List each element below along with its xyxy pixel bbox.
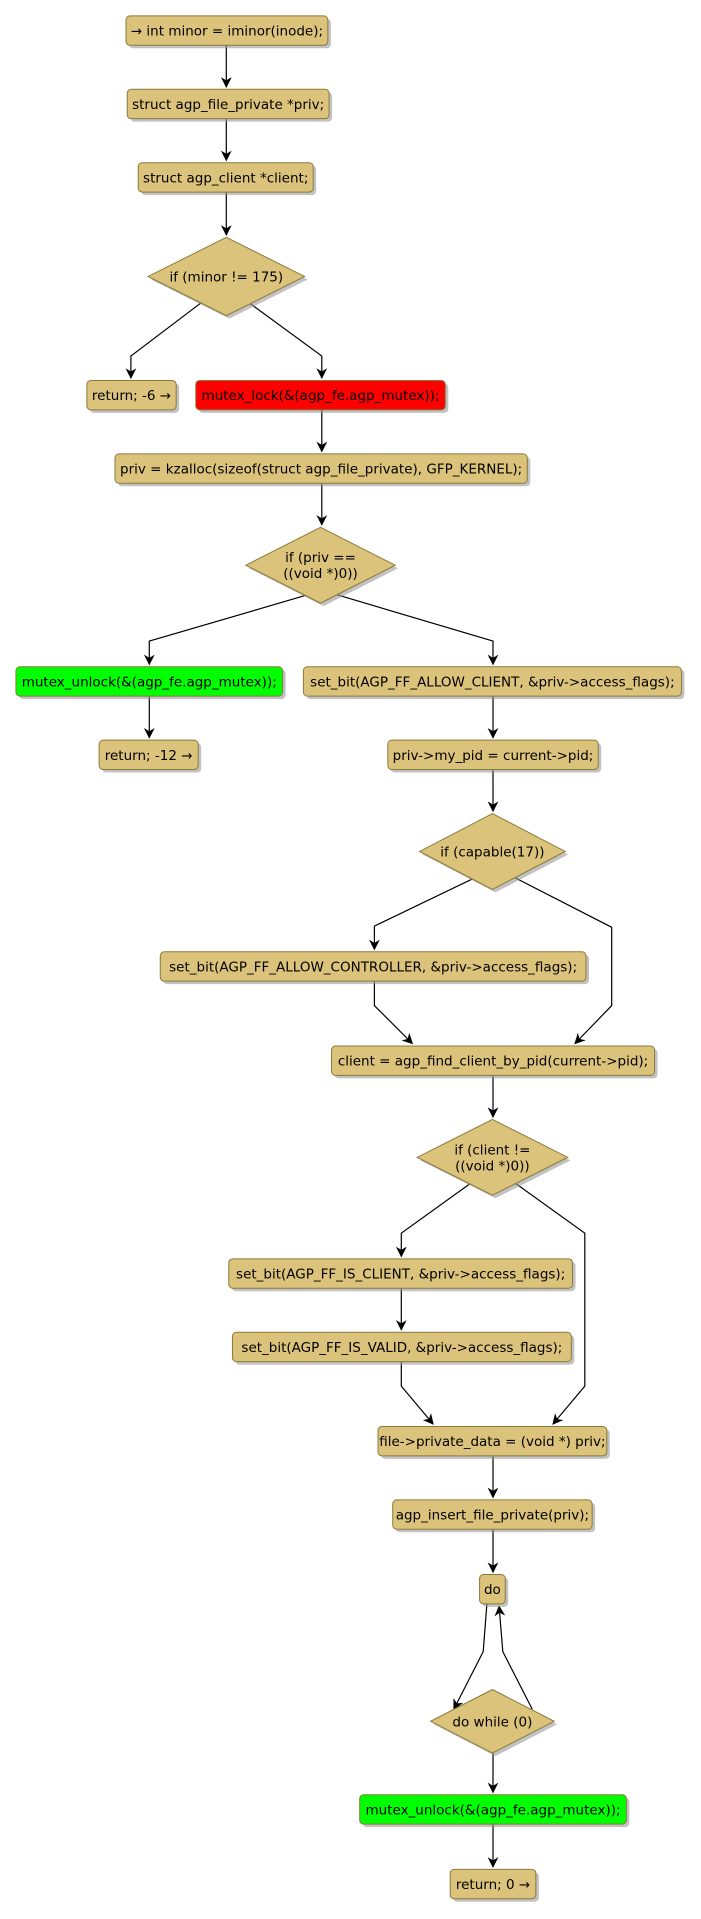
process-node-n_do: do bbox=[479, 1573, 509, 1607]
process-node-n_unlock1: mutex_unlock(&(agp_fe.agp_mutex)); bbox=[15, 666, 286, 700]
node-label: file->private_data = (void *) priv; bbox=[379, 1434, 605, 1450]
process-node-n_kzalloc: priv = kzalloc(sizeof(struct agp_file_pr… bbox=[114, 453, 531, 487]
decision-node-d_client: if (client !=((void *)0)) bbox=[416, 1118, 571, 1199]
node-box bbox=[228, 1258, 574, 1289]
decision-node-d_capable: if (capable(17)) bbox=[418, 812, 569, 893]
edge-d_dowhile-to-n_do bbox=[494, 1605, 533, 1710]
process-node-n_is_client: set_bit(AGP_FF_IS_CLIENT, &priv->access_… bbox=[228, 1258, 576, 1292]
node-box bbox=[449, 1868, 537, 1900]
edge-d_client-to-n_private_data bbox=[514, 1182, 586, 1425]
process-node-n_private_data: file->private_data = (void *) priv; bbox=[377, 1425, 610, 1459]
node-label: priv = kzalloc(sizeof(struct agp_file_pr… bbox=[120, 462, 522, 478]
node-label: ((void *)0)) bbox=[283, 566, 358, 582]
node-box bbox=[231, 1331, 572, 1363]
nodes-layer: → int minor = iminor(inode); struct agp_f… bbox=[15, 15, 685, 1902]
decision-node-d_priv: if (priv ==((void *)0)) bbox=[244, 526, 399, 607]
process-node-n_ret6: return; -6 → bbox=[86, 379, 180, 413]
node-label: if (capable(17)) bbox=[440, 844, 544, 860]
node-diamond bbox=[429, 1688, 556, 1754]
process-node-n_ret12: return; -12 → bbox=[98, 739, 202, 773]
node-label: do while (0) bbox=[452, 1714, 532, 1730]
process-node-n_allow_client: set_bit(AGP_FF_ALLOW_CLIENT, &priv->acce… bbox=[302, 666, 685, 700]
node-label: return; -6 → bbox=[92, 388, 171, 404]
node-label: client = agp_find_client_by_pid(current-… bbox=[338, 1054, 648, 1070]
process-node-n_ret0: return; 0 → bbox=[449, 1868, 539, 1902]
node-box bbox=[195, 379, 446, 411]
edge-d_minor-to-n_lock bbox=[247, 301, 328, 380]
node-label: if (minor != 175) bbox=[169, 269, 283, 285]
node-label: mutex_unlock(&(agp_fe.agp_mutex)); bbox=[366, 1802, 621, 1818]
node-box bbox=[331, 1045, 656, 1076]
node-label: if (client != bbox=[454, 1142, 530, 1158]
node-box bbox=[387, 739, 599, 771]
node-label: return; -12 → bbox=[105, 748, 193, 764]
process-node-n_insert: agp_insert_file_private(priv); bbox=[392, 1499, 596, 1533]
process-node-n_is_valid: set_bit(AGP_FF_IS_VALID, &priv->access_f… bbox=[231, 1331, 575, 1365]
edge-n_allow_ctrl-to-n_find bbox=[373, 981, 414, 1045]
edge-d_priv-to-n_allow_client bbox=[336, 594, 499, 666]
decision-node-d_dowhile: do while (0) bbox=[429, 1688, 558, 1757]
process-node-n_minor: → int minor = iminor(inode); bbox=[125, 15, 331, 49]
node-box bbox=[98, 739, 199, 771]
node-label: set_bit(AGP_FF_IS_VALID, &priv->access_f… bbox=[241, 1340, 562, 1356]
node-box bbox=[126, 88, 330, 120]
node-label: set_bit(AGP_FF_ALLOW_CLIENT, &priv->acce… bbox=[310, 674, 674, 690]
edge-d_minor-to-n_ret6 bbox=[125, 301, 203, 380]
node-label: mutex_lock(&(agp_fe.agp_mutex)); bbox=[202, 388, 440, 404]
node-diamond bbox=[418, 812, 567, 890]
edges-layer bbox=[125, 45, 613, 1868]
node-label: struct agp_client *client; bbox=[143, 170, 308, 186]
node-box bbox=[86, 379, 177, 411]
node-box bbox=[137, 162, 314, 193]
node-label: priv->my_pid = current->pid; bbox=[393, 748, 594, 764]
process-node-n_unlock2: mutex_unlock(&(agp_fe.agp_mutex)); bbox=[359, 1794, 630, 1828]
node-box bbox=[359, 1794, 627, 1825]
node-box bbox=[159, 951, 587, 982]
node-label: agp_insert_file_private(priv); bbox=[396, 1508, 589, 1524]
node-box bbox=[15, 666, 284, 697]
edge-d_client-to-n_is_client bbox=[395, 1182, 472, 1258]
node-diamond bbox=[146, 236, 306, 317]
node-box bbox=[377, 1425, 608, 1457]
process-node-n_pid: priv->my_pid = current->pid; bbox=[387, 739, 602, 773]
node-label: → int minor = iminor(inode); bbox=[131, 24, 323, 40]
process-node-n_client_decl: struct agp_client *client; bbox=[137, 162, 317, 196]
node-box bbox=[479, 1573, 506, 1605]
node-label: struct agp_file_private *priv; bbox=[132, 97, 324, 113]
node-label: if (priv == bbox=[285, 550, 356, 566]
node-label: set_bit(AGP_FF_ALLOW_CONTROLLER, &priv->… bbox=[169, 959, 577, 975]
edge-d_capable-to-n_find bbox=[511, 875, 613, 1045]
node-diamond bbox=[244, 526, 397, 604]
node-label: do bbox=[484, 1582, 501, 1598]
node-label: set_bit(AGP_FF_IS_CLIENT, &priv->access_… bbox=[236, 1267, 565, 1283]
node-box bbox=[114, 453, 528, 484]
process-node-n_lock: mutex_lock(&(agp_fe.agp_mutex)); bbox=[195, 379, 449, 413]
node-label: return; 0 → bbox=[456, 1877, 530, 1893]
node-label: ((void *)0)) bbox=[455, 1158, 530, 1174]
decision-node-d_minor: if (minor != 175) bbox=[146, 236, 308, 319]
node-box bbox=[302, 666, 682, 697]
edge-d_capable-to-n_allow_ctrl bbox=[368, 877, 474, 951]
process-node-n_priv_decl: struct agp_file_private *priv; bbox=[126, 88, 333, 122]
edge-d_priv-to-n_unlock1 bbox=[143, 594, 309, 666]
edge-n_is_valid-to-n_private_data bbox=[400, 1361, 434, 1425]
node-diamond bbox=[416, 1118, 569, 1196]
node-box bbox=[125, 15, 329, 46]
process-node-n_find: client = agp_find_client_by_pid(current-… bbox=[331, 1045, 658, 1079]
process-node-n_allow_ctrl: set_bit(AGP_FF_ALLOW_CONTROLLER, &priv->… bbox=[159, 951, 590, 985]
edge-n_do-to-d_dowhile bbox=[453, 1603, 488, 1711]
node-label: mutex_unlock(&(agp_fe.agp_mutex)); bbox=[22, 674, 277, 690]
node-box bbox=[392, 1499, 593, 1530]
